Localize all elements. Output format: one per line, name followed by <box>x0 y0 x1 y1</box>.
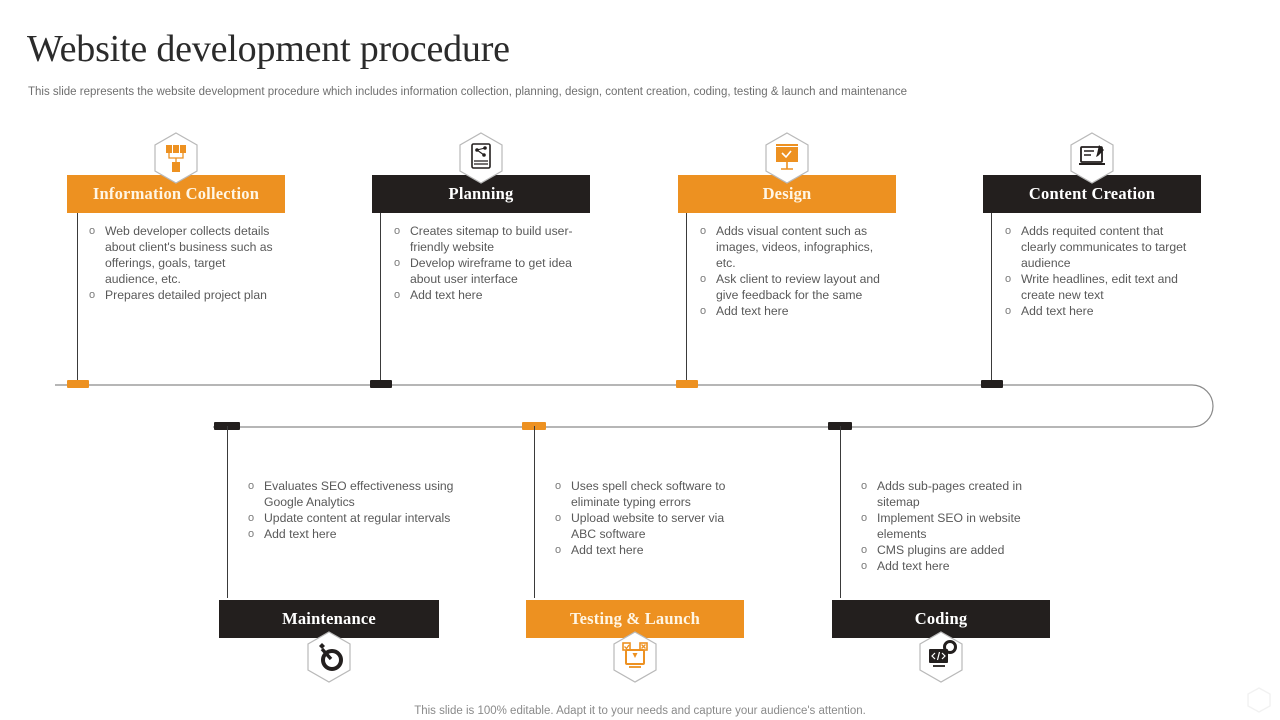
stage-content-creation[interactable]: Content Creation Adds requited content t… <box>981 132 1201 388</box>
hexagon-watermark-icon <box>1247 687 1271 713</box>
sitemap-document-icon <box>457 131 505 185</box>
stage-bullets-design: Adds visual content such as images, vide… <box>697 223 887 319</box>
stage-bullets-planning: Creates sitemap to build user-friendly w… <box>391 223 587 303</box>
stage-header-bar-planning[interactable]: Planning <box>372 132 590 213</box>
list-item: Implement SEO in website elements <box>858 510 1038 542</box>
list-item: Evaluates SEO effectiveness using Google… <box>245 478 460 510</box>
list-item: CMS plugins are added <box>858 542 1038 558</box>
list-item: Web developer collects details about cli… <box>86 223 276 287</box>
stage-header-bar-content-creation[interactable]: Content Creation <box>983 132 1201 213</box>
stage-coding[interactable]: Adds sub-pages created in sitemap Implem… <box>828 422 1050 683</box>
list-item: Ask client to review layout and give fee… <box>697 271 887 303</box>
testing-monitor-icon <box>611 630 659 684</box>
list-item: Adds requited content that clearly commu… <box>1002 223 1198 271</box>
stage-header-bar-coding[interactable]: Coding <box>832 600 1050 683</box>
stage-header-bar-maintenance[interactable]: Maintenance <box>219 600 439 683</box>
code-monitor-gear-icon <box>917 630 965 684</box>
connector-information-collection <box>77 213 78 385</box>
stage-planning[interactable]: Planning Creates sitemap to build user-f… <box>370 132 590 388</box>
timeline-marker-content-creation <box>981 380 1003 388</box>
content-edit-monitor-icon <box>1068 131 1116 185</box>
list-item: Adds sub-pages created in sitemap <box>858 478 1038 510</box>
connector-planning <box>380 213 381 385</box>
list-item: Adds visual content such as images, vide… <box>697 223 887 271</box>
list-item: Write headlines, edit text and create ne… <box>1002 271 1198 303</box>
stage-label-coding: Coding <box>914 609 968 628</box>
connector-design <box>686 213 687 385</box>
list-item: Uses spell check software to eliminate t… <box>552 478 742 510</box>
timeline-marker-information-collection <box>67 380 89 388</box>
stage-header-bar-design[interactable]: Design <box>678 132 896 213</box>
list-item: Add text here <box>245 526 460 542</box>
page-title: Website development procedure <box>27 28 510 70</box>
stage-bullets-coding: Adds sub-pages created in sitemap Implem… <box>858 478 1038 574</box>
footer-note: This slide is 100% editable. Adapt it to… <box>414 705 866 717</box>
stage-design[interactable]: Design Adds visual content such as image… <box>676 132 896 388</box>
timeline-marker-planning <box>370 380 392 388</box>
list-item: Add text here <box>1002 303 1198 319</box>
stage-header-bar-testing-launch[interactable]: Testing & Launch <box>526 600 744 683</box>
stage-information-collection[interactable]: Information Collection Web developer col… <box>67 132 285 388</box>
connector-maintenance <box>227 426 228 598</box>
timeline-marker-design <box>676 380 698 388</box>
list-item: Prepares detailed project plan <box>86 287 276 303</box>
list-item: Add text here <box>391 287 587 303</box>
design-board-icon <box>763 131 811 185</box>
page-subtitle: This slide represents the website develo… <box>28 86 907 98</box>
list-item: Add text here <box>858 558 1038 574</box>
stage-label-testing-launch: Testing & Launch <box>569 609 701 628</box>
connector-content-creation <box>991 213 992 385</box>
stage-label-design: Design <box>762 184 812 203</box>
list-item: Develop wireframe to get idea about user… <box>391 255 587 287</box>
stage-label-content-creation: Content Creation <box>1028 184 1156 203</box>
stage-label-information-collection: Information Collection <box>92 184 260 203</box>
timeline-path <box>55 384 1214 428</box>
list-item: Upload website to server via ABC softwar… <box>552 510 742 542</box>
stage-maintenance[interactable]: Evaluates SEO effectiveness using Google… <box>214 422 453 683</box>
list-item: Add text here <box>697 303 887 319</box>
stage-bullets-content-creation: Adds requited content that clearly commu… <box>1002 223 1198 319</box>
list-item: Creates sitemap to build user-friendly w… <box>391 223 587 255</box>
connector-coding <box>840 426 841 598</box>
stage-header-bar-information-collection[interactable]: Information Collection <box>67 132 285 213</box>
gear-wrench-icon <box>305 630 353 684</box>
stage-testing-launch[interactable]: Uses spell check software to eliminate t… <box>522 422 744 683</box>
stage-bullets-information-collection: Web developer collects details about cli… <box>86 223 276 303</box>
connector-testing-launch <box>534 426 535 598</box>
list-item: Update content at regular intervals <box>245 510 460 526</box>
stage-label-maintenance: Maintenance <box>282 609 376 628</box>
stage-label-planning: Planning <box>448 184 514 203</box>
org-chart-icon <box>152 131 200 185</box>
list-item: Add text here <box>552 542 742 558</box>
stage-bullets-maintenance: Evaluates SEO effectiveness using Google… <box>245 478 460 542</box>
stage-bullets-testing-launch: Uses spell check software to eliminate t… <box>552 478 742 558</box>
